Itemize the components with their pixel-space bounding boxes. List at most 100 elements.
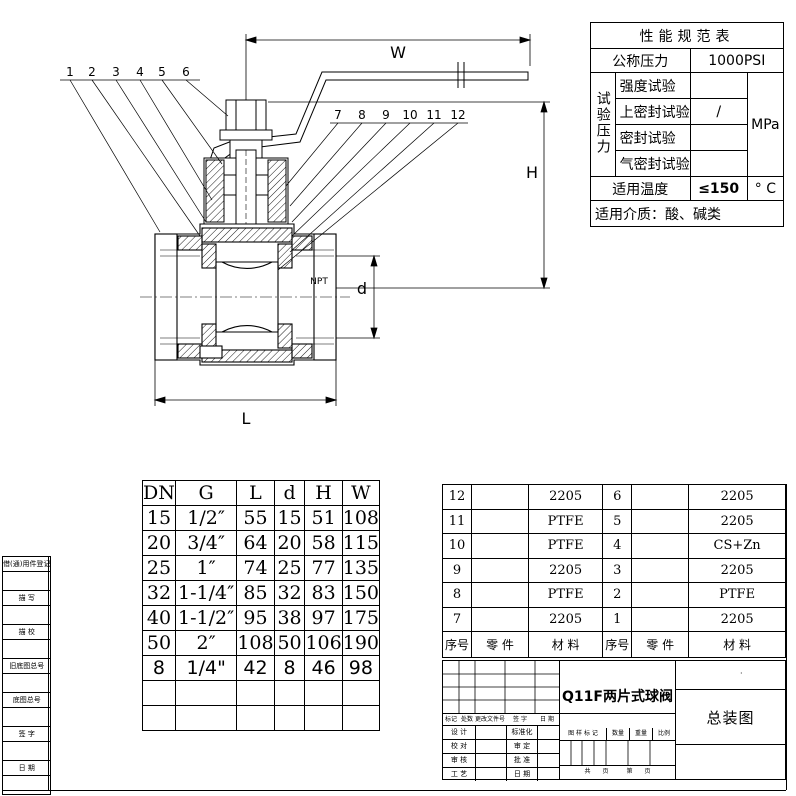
upper-seal-test-label: 上密封试验 bbox=[614, 98, 691, 125]
dim-cell: 51 bbox=[304, 505, 343, 531]
stage-header: 比例 bbox=[657, 730, 670, 737]
bom-header-no: 序号 bbox=[442, 631, 472, 658]
dim-cell: 46 bbox=[304, 655, 343, 681]
rev-header: 更改文件号 bbox=[475, 716, 506, 723]
dim-cell: 15 bbox=[142, 505, 176, 531]
bom-part-name bbox=[471, 533, 529, 559]
bom-item-no: 4 bbox=[602, 533, 633, 559]
pressure-slash: / bbox=[689, 98, 748, 125]
dim-cell: 50 bbox=[273, 630, 306, 656]
dim-cell: 1-1/2″ bbox=[174, 605, 238, 631]
rev-header: 日 期 bbox=[540, 716, 554, 723]
w-dimension bbox=[244, 34, 532, 100]
product-title: Q11F两片式球阀 bbox=[562, 689, 673, 705]
bom-header-mat: 材 料 bbox=[688, 631, 786, 658]
bom-item-no: 5 bbox=[602, 508, 633, 534]
bom-item-no: 3 bbox=[602, 557, 633, 583]
callout-6: 6 bbox=[182, 65, 190, 79]
bom-part-name bbox=[471, 582, 529, 608]
pressure-unit: MPa bbox=[746, 72, 785, 177]
side-register-label: 日 期 bbox=[1, 760, 52, 776]
bom-part-name bbox=[471, 484, 529, 510]
bom-part-name bbox=[631, 582, 690, 608]
dim-cell: 50 bbox=[142, 630, 176, 656]
bom-part-name bbox=[471, 508, 529, 534]
dim-header: DN bbox=[142, 480, 176, 506]
role-label: 设 计 bbox=[443, 726, 476, 739]
dim-cell: 74 bbox=[236, 555, 275, 581]
dim-cell: 106 bbox=[304, 630, 343, 656]
bom-item-no: 1 bbox=[602, 606, 633, 632]
side-register-label: 借(通)用件登记 bbox=[1, 556, 52, 572]
bom-header-mat: 材 料 bbox=[527, 631, 604, 658]
bom-material: 2205 bbox=[688, 557, 786, 583]
dim-cell: 32 bbox=[273, 580, 306, 606]
temperature-unit: ° C bbox=[746, 176, 785, 201]
d-label: d bbox=[357, 279, 367, 298]
nominal-pressure-label: 公称压力 bbox=[590, 48, 691, 73]
dim-cell: 38 bbox=[273, 605, 306, 631]
sheet-count: 共 页 第 页 bbox=[560, 765, 675, 778]
h-label: H bbox=[526, 163, 538, 182]
dim-cell: 97 bbox=[304, 605, 343, 631]
dim-header: H bbox=[304, 480, 343, 506]
dim-cell: 98 bbox=[341, 655, 381, 681]
dim-cell: 150 bbox=[341, 580, 381, 606]
rev-header: 处数 bbox=[460, 716, 473, 723]
dim-cell: 1″ bbox=[174, 555, 238, 581]
callout-8: 8 bbox=[358, 108, 366, 122]
drawing-type-title: 总装图 bbox=[706, 708, 755, 727]
bom-part-name bbox=[471, 557, 529, 583]
dim-cell: 15 bbox=[273, 505, 306, 531]
temperature-value: ≤150 bbox=[689, 176, 748, 201]
bom-part-name bbox=[631, 557, 690, 583]
leader-lines bbox=[60, 79, 468, 271]
stage-header: 数量 bbox=[607, 728, 630, 740]
dim-cell: 20 bbox=[273, 530, 306, 556]
dim-cell: 1/2″ bbox=[174, 505, 238, 531]
side-register-label: 旧底图总号 bbox=[1, 658, 52, 674]
bom-item-no: 9 bbox=[442, 557, 472, 583]
bom-item-no: 7 bbox=[442, 606, 472, 632]
role2-label: 审 定 bbox=[507, 740, 538, 753]
bom-part-name bbox=[631, 484, 690, 510]
bom-item-no: 8 bbox=[442, 582, 472, 608]
role2-label: 标准化 bbox=[507, 726, 538, 739]
role-label: 审 核 bbox=[443, 754, 476, 767]
bom-item-no: 6 bbox=[602, 484, 633, 510]
seal-test-label: 密封试验 bbox=[614, 124, 691, 151]
d-dimension bbox=[336, 254, 380, 340]
dim-cell: 1-1/4″ bbox=[174, 580, 238, 606]
strength-test-label: 强度试验 bbox=[614, 72, 691, 99]
bom-material: CS+Zn bbox=[688, 533, 786, 559]
bom-material: PTFE bbox=[527, 533, 604, 559]
role2-label: 日 期 bbox=[507, 768, 538, 781]
dim-header: G bbox=[174, 480, 238, 506]
l-label: L bbox=[242, 409, 251, 428]
air-seal-test-label: 气密封试验 bbox=[614, 150, 691, 177]
dim-header: L bbox=[236, 480, 275, 506]
handle-lever bbox=[209, 62, 529, 161]
role-label: 工 艺 bbox=[443, 768, 476, 781]
dim-cell: 25 bbox=[142, 555, 176, 581]
dim-header: W bbox=[341, 480, 381, 506]
dim-cell: 85 bbox=[236, 580, 275, 606]
h-dimension bbox=[268, 100, 550, 290]
rev-header: 签 字 bbox=[513, 716, 527, 723]
l-dimension bbox=[153, 360, 338, 406]
bom-material: PTFE bbox=[527, 582, 604, 608]
side-register-label: 描 写 bbox=[1, 590, 52, 606]
dim-cell: 42 bbox=[236, 655, 275, 681]
side-register-label: 描 校 bbox=[1, 624, 52, 640]
callout-3: 3 bbox=[112, 65, 120, 79]
